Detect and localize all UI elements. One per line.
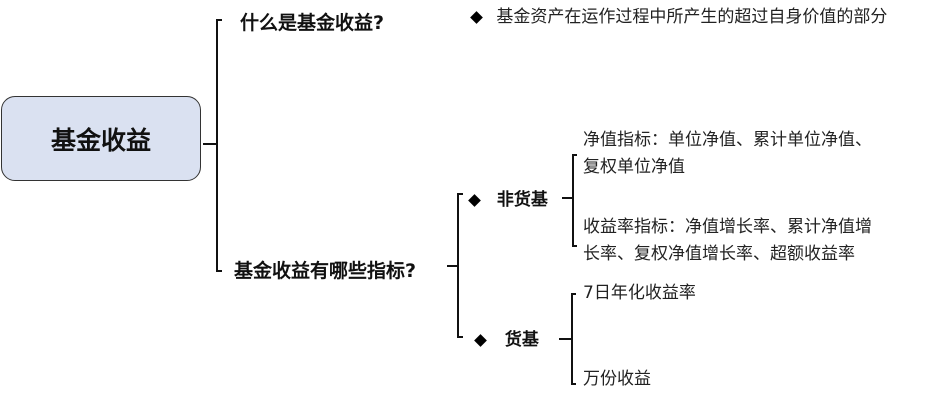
node-money-fund: 货基 [474,325,539,350]
text-line: 复权单位净值 [583,157,685,177]
bracket-tick [572,154,577,156]
seven-day-yield: 7日年化收益率 [583,280,696,307]
bracket-tick [216,19,222,21]
bracket-tick [216,270,222,272]
text-line: 长率、复权净值增长率、超额收益率 [583,244,855,264]
root-node: 基金收益 [1,96,201,181]
return-indicators: 收益率指标：净值增长率、累计净值增 长率、复权净值增长率、超额收益率 [583,214,872,268]
node-label: 货基 [504,330,539,350]
text-line: 万份收益 [583,369,651,389]
non-money-bracket [572,154,574,247]
bracket-tick [571,383,576,385]
bracket-tick [572,245,577,247]
definition-text: 基金资产在运作过程中所产生的超过自身价值的部分 [496,7,888,27]
branch-label: 基金收益有哪些指标? [234,260,417,282]
bracket-tick [571,293,576,295]
indicators-bracket [457,193,459,338]
indicators-connector [447,265,457,267]
node-label: 非货基 [496,190,548,210]
diamond-icon [468,193,481,207]
main-bracket [216,19,218,272]
bracket-tick [457,193,463,195]
diamond-icon [470,10,483,24]
root-label: 基金收益 [50,125,151,155]
bracket-tick [457,336,463,338]
text-line: 7日年化收益率 [583,283,696,303]
nav-indicators: 净值指标：单位净值、累计单位净值、 复权单位净值 [583,127,872,181]
per-10k-return: 万份收益 [583,366,651,393]
root-connector [203,143,217,145]
branch-label: 什么是基金收益? [240,12,385,34]
non-money-connector [562,197,572,199]
branch-what-is: 什么是基金收益? [240,8,384,35]
money-connector [559,338,571,340]
branch-indicators: 基金收益有哪些指标? [234,256,416,283]
diamond-icon [474,333,487,347]
text-line: 净值指标：单位净值、累计单位净值、 [583,130,872,150]
node-non-money-fund: 非货基 [468,185,548,210]
text-line: 收益率指标：净值增长率、累计净值增 [583,217,872,237]
money-bracket [571,293,573,385]
definition-bullet: 基金资产在运作过程中所产生的超过自身价值的部分 [470,4,888,31]
